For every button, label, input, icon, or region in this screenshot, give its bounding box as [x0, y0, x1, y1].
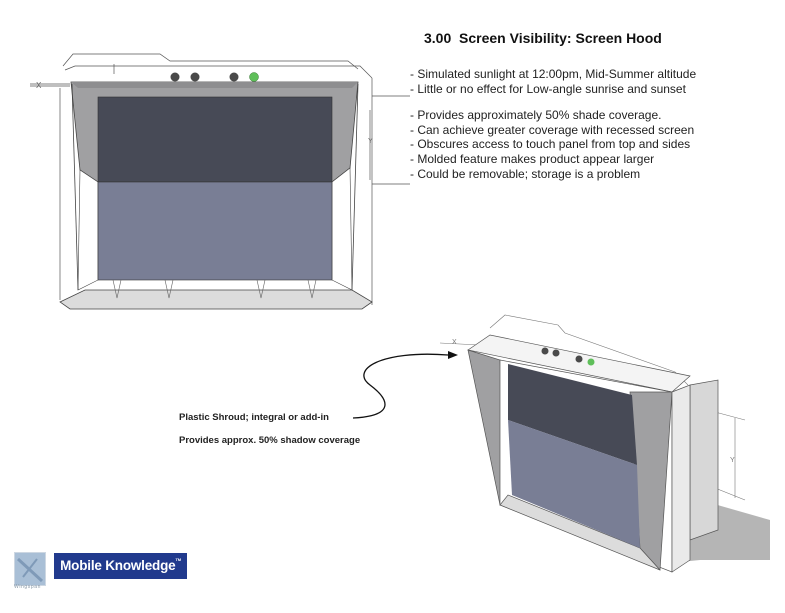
- note-line: - Molded feature makes product appear la…: [410, 151, 655, 166]
- front-dim-x-label: X: [36, 81, 42, 90]
- iso-back-housing: [689, 379, 719, 541]
- iso-indicator-light-3: [575, 355, 583, 363]
- front-dim-y-label: Y: [368, 138, 373, 145]
- callout-note: Plastic Shroud; integral or add-in Provi…: [179, 412, 369, 446]
- mobile-knowledge-logo: Mobile KnowledgeTM: [54, 553, 187, 579]
- callout-arrow: [352, 353, 449, 419]
- note-line: - Little or no effect for Low-angle sunr…: [410, 81, 686, 96]
- iso-indicator-light-4: [587, 358, 595, 366]
- front-left-wall: [77, 169, 99, 291]
- mobile-knowledge-text: Mobile Knowledge: [60, 558, 176, 573]
- front-indicator-light-3: [229, 72, 239, 82]
- callout-arrowhead-icon: [448, 351, 458, 359]
- callout-line-1: Plastic Shroud; integral or add-in: [179, 412, 329, 423]
- wingspan-logo: [14, 552, 46, 586]
- iso-dim-x-label: X: [452, 339, 457, 346]
- front-screen-shaded: [97, 96, 333, 183]
- iso-right-face: [671, 384, 691, 573]
- iso-top-surface: [467, 334, 691, 393]
- front-dimension-lines: [30, 53, 410, 305]
- note-line: - Provides approximately 50% shade cover…: [410, 108, 662, 123]
- front-bottom-ledge: [59, 289, 373, 310]
- front-screen-lit: [97, 181, 333, 281]
- front-right-wall: [331, 167, 353, 291]
- iso-dim-y-label: Y: [730, 457, 735, 464]
- wingspan-label: Wingspan: [14, 584, 42, 590]
- callout-line-2: Provides approx. 50% shadow coverage: [179, 434, 361, 446]
- front-indicator-light-2: [190, 72, 200, 82]
- page-title: 3.00 Screen Visibility: Screen Hood: [424, 30, 662, 46]
- airplane-icon: [16, 557, 44, 583]
- note-line: - Can achieve greater coverage with rece…: [410, 122, 695, 137]
- iso-screen-lit: [508, 420, 640, 548]
- front-indicator-light-1: [170, 72, 180, 82]
- iso-indicator-light-2: [552, 349, 560, 357]
- note-line: - Obscures access to touch panel from to…: [410, 137, 691, 152]
- trademark: TM: [175, 557, 181, 562]
- feature-notes: - Simulated sunlight at 12:00pm, Mid-Sum…: [410, 67, 696, 181]
- note-line: - Simulated sunlight at 12:00pm, Mid-Sum…: [410, 67, 697, 81]
- front-feet-sketch: [112, 279, 317, 299]
- iso-screen-shaded: [508, 364, 637, 465]
- front-indicator-light-4: [249, 72, 259, 82]
- iso-indicator-light-1: [541, 347, 549, 355]
- front-hood-rim: [71, 82, 358, 88]
- note-line: - Could be removable; storage is a probl…: [410, 166, 641, 181]
